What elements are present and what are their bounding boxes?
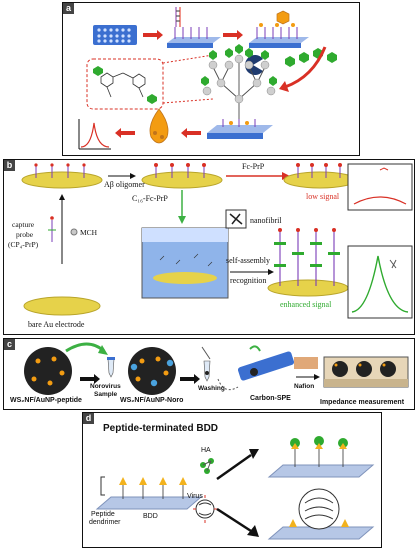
green-curved-arrow (65, 342, 105, 353)
mch-icon (70, 228, 78, 236)
bdd-title: Peptide-terminated BDD (103, 423, 219, 434)
enhanced-signal-label: enhanced signal (280, 300, 332, 309)
virus-label: Virus (187, 493, 203, 500)
capture-label-1: capture (12, 220, 35, 229)
panel-b-tag: b (4, 160, 15, 171)
nafion-icon (294, 357, 318, 369)
panel-b: b (3, 159, 415, 335)
virus-icon (193, 495, 217, 523)
dna-strand-icon (175, 7, 181, 27)
sample-tube-icon (107, 357, 115, 378)
curved-red-arrow (284, 46, 327, 89)
ws2-peptide-label: WS₂NF/AuNP-peptide (10, 397, 82, 404)
carbon-spe-label: Carbon-SPE (250, 395, 291, 402)
working-electrode-box (323, 356, 409, 388)
bdd-substrate-bottom-right (267, 488, 375, 540)
fcprp-label: Fc-PrP (242, 162, 265, 171)
panel-d-tag: d (83, 413, 94, 424)
au-electrode-capture (21, 163, 103, 189)
washing-label: Washing (198, 385, 225, 392)
slide-with-probes-2 (167, 27, 221, 48)
self-assembly-label: self-assembly (226, 256, 270, 265)
washing-tube-icon (201, 346, 211, 382)
enzyme-icon (245, 55, 263, 75)
nanofibril-label: nanofibril (250, 216, 282, 225)
panel-d: d (82, 412, 382, 548)
capture-label-3: (CP₄-PrP) (8, 240, 39, 249)
norovirus-label-1: Norovirus (90, 383, 121, 390)
orange-droplet-icon (149, 108, 169, 144)
well-plate-1 (93, 25, 137, 45)
panel-b-illustration (21, 163, 413, 319)
nafion-label: Nafion (294, 383, 315, 390)
bdd-substrate-top-right (267, 436, 375, 478)
panel-a-illustration (78, 7, 337, 150)
panel-a: a (62, 2, 360, 156)
mch-label: MCH (80, 228, 98, 237)
enhanced-signal-graph (347, 245, 413, 319)
au-electrode-fcprp (283, 163, 357, 189)
working-electrode-label: Working electrode (336, 388, 393, 395)
signal-peak-graph (78, 119, 111, 150)
ws2-noro-label: WS₂NF/AuNP-Noro (120, 397, 184, 404)
c16-fcprp-label: C₁₆-Fc-PrP (132, 194, 168, 203)
bare-electrode-label: bare Au electrode (28, 320, 85, 329)
low-signal-label: low signal (306, 192, 340, 201)
peptide-label-1: Peptide (91, 511, 115, 518)
assembly-tank (141, 227, 229, 299)
peptide-chain-icon (285, 48, 337, 67)
bare-au-electrode (23, 296, 101, 316)
molecular-structure-inset (86, 58, 164, 110)
capture-label-2: probe (16, 230, 34, 239)
ws2nf-particle-2 (128, 347, 176, 395)
panel-c-tag: c (4, 339, 15, 350)
low-signal-graph (347, 163, 413, 211)
impedance-label: Impedance measurement (320, 399, 405, 406)
ws2nf-particle-1 (24, 347, 72, 395)
slide-with-dendrimer (207, 119, 273, 139)
abeta-label: Aβ oligomer (104, 180, 145, 189)
slide-with-probes-3 (249, 23, 309, 48)
red-arrows (143, 30, 243, 40)
peptide-label-2: dendrimer (89, 519, 121, 526)
panel-a-tag: a (63, 3, 74, 14)
orange-hexagon-icon (276, 10, 290, 25)
ha-icon (200, 458, 214, 474)
panel-d-illustration (95, 436, 375, 540)
bdd-substrate-left (95, 477, 203, 510)
panel-c: c (3, 338, 415, 410)
panel-c-illustration (24, 342, 409, 395)
bdd-label: BDD (143, 513, 158, 520)
au-electrode-enhanced (267, 228, 349, 297)
au-electrode-abeta (141, 163, 223, 189)
nanofibril-icon (225, 209, 247, 229)
capture-probe-icon (48, 216, 56, 242)
norovirus-label-2: Sample (94, 391, 118, 398)
ha-label: HA (201, 447, 211, 454)
recognition-label: recognition (230, 276, 267, 285)
dendrimer-tree (201, 44, 277, 121)
carbon-spe-icon (237, 345, 295, 381)
